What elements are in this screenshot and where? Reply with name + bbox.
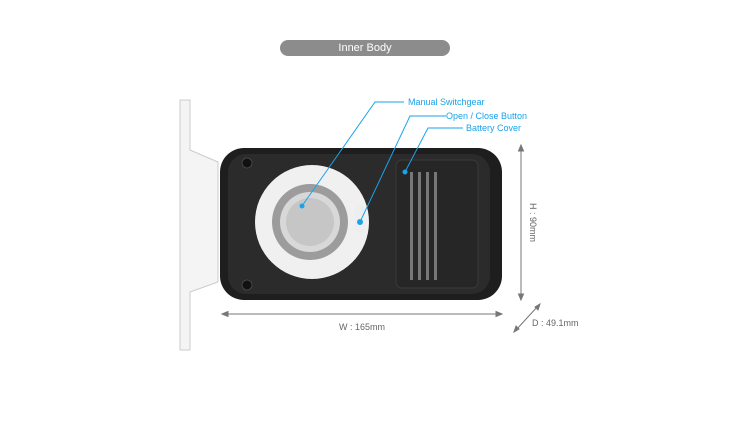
callout-open-close-button: Open / Close Button — [446, 111, 528, 121]
screw — [241, 279, 253, 291]
dimension-lines — [220, 143, 541, 334]
width-dimension: W : 165mm — [339, 322, 386, 332]
callout-battery-cover: Battery Cover — [466, 123, 522, 133]
inner-body — [220, 148, 502, 300]
label-text-lines — [410, 172, 437, 280]
height-dimension: H : 90mm — [528, 203, 538, 243]
screw — [241, 157, 253, 169]
door-bracket — [179, 99, 219, 351]
section-title-pill: Inner Body — [280, 40, 450, 56]
callout-lines — [299, 101, 463, 223]
depth-dimension: D : 49.1mm — [532, 318, 579, 328]
callout-manual-switchgear: Manual Switchgear — [408, 97, 485, 107]
